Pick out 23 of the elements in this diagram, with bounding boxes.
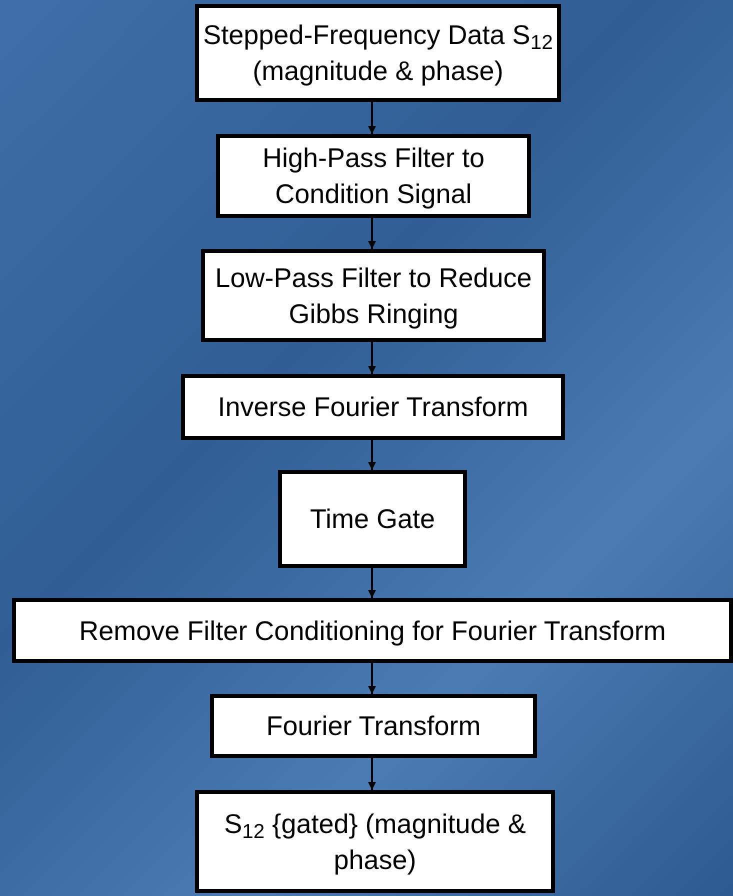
step-text: Low-Pass Filter to Reduce Gibbs Ringing [214,262,533,331]
step-text: Fourier Transform [266,710,481,743]
process-box [195,4,561,102]
step-text: S$_{12}$ {gated} (magnitude & phase) [223,808,527,877]
arrow [368,440,376,470]
arrow [368,218,376,249]
process-box [195,790,555,893]
arrow [368,342,376,374]
process-box [12,598,733,663]
step-text: Inverse Fourier Transform [218,391,528,424]
arrow [368,758,376,790]
process-box [210,694,537,758]
step-text: Stepped-Frequency Data S$_{12}$ (magnitude & phase) [203,19,553,88]
step-text: High-Pass Filter to Condition Signal [261,142,486,211]
arrow [368,663,376,694]
step-text: Time Gate [310,503,436,536]
arrow [368,102,376,134]
process-box [201,249,546,342]
arrow [368,568,376,598]
process-box [278,470,467,568]
process-box [216,134,531,218]
process-box [181,374,565,440]
step-text: Remove Filter Conditioning for Fourier Transform [79,614,666,648]
